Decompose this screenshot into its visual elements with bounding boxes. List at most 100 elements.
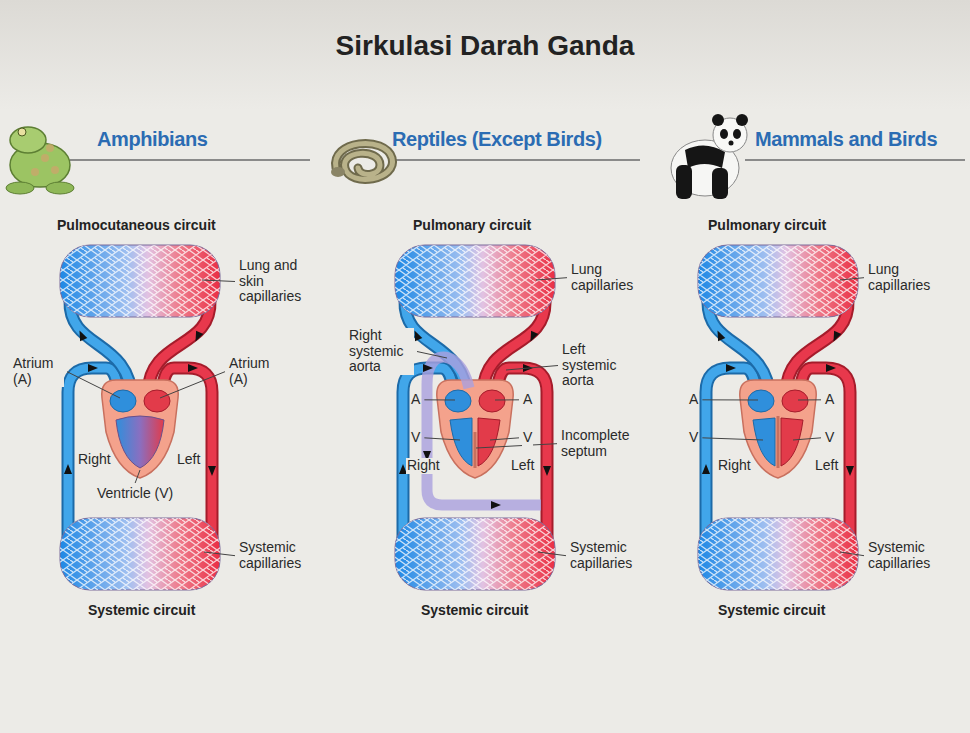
capillary-bed <box>395 518 555 590</box>
capillary-mesh <box>698 518 858 590</box>
panda-eye-patch <box>720 129 728 139</box>
part-label: Left systemic aorta <box>561 342 625 389</box>
part-label: Atrium (A) <box>228 356 280 387</box>
flow-arrow <box>718 331 726 342</box>
header-rule <box>745 159 965 161</box>
left-ventricle <box>478 418 500 466</box>
frog-leg <box>6 182 34 194</box>
flow-arrow <box>80 331 88 342</box>
circuit-name: Systemic circuit <box>718 603 825 619</box>
panda-ear <box>712 114 724 126</box>
part-label: V <box>824 430 835 446</box>
part-label: Right <box>717 458 752 474</box>
circuit-name: Systemic circuit <box>421 603 528 619</box>
circuit-name: Pulmonary circuit <box>708 218 826 234</box>
leader-line <box>536 278 567 280</box>
flow-arrow <box>208 466 216 476</box>
panda-nose <box>729 141 734 146</box>
right-systemic-aorta <box>427 357 541 505</box>
capillary-mesh <box>395 518 555 590</box>
part-label: A <box>410 392 421 408</box>
capillary-mesh <box>60 245 220 317</box>
part-label: Incomplete septum <box>560 428 644 459</box>
frog-eye <box>18 128 26 136</box>
flow-arrow <box>423 364 433 372</box>
circuit-name: Pulmocutaneous circuit <box>57 218 216 234</box>
single-ventricle <box>116 416 164 468</box>
panda-leg <box>676 165 692 199</box>
panel-heading: Amphibians <box>97 128 207 150</box>
leader-line <box>424 399 455 400</box>
part-label: Systemic capillaries <box>867 540 941 571</box>
left-atrium <box>782 390 808 412</box>
left-atrium <box>479 390 505 412</box>
flow-arrow <box>846 466 854 476</box>
capillary-mesh <box>698 245 858 317</box>
part-label: Lung and skin capillaries <box>238 258 312 305</box>
capillary-mesh <box>395 245 555 317</box>
flow-arrow <box>531 331 539 342</box>
flow-arrow <box>834 331 842 342</box>
leader-line <box>67 372 120 398</box>
leader-line <box>204 552 235 556</box>
part-label: Left <box>814 458 839 474</box>
part-label: V <box>410 430 421 446</box>
capillary-mesh <box>60 518 220 590</box>
capillary-bed <box>60 518 220 590</box>
flow-arrow <box>726 364 736 372</box>
part-label: Left <box>510 458 535 474</box>
leader-line <box>135 470 140 483</box>
part-label: Right systemic aorta <box>348 328 414 375</box>
capillary-bed <box>698 518 858 590</box>
snake-head <box>331 167 345 177</box>
part-label: Systemic capillaries <box>238 540 312 571</box>
leader-line <box>506 366 558 370</box>
part-label: Lung capillaries <box>570 262 638 293</box>
leader-line <box>702 399 758 400</box>
frog-head <box>10 127 46 153</box>
part-label: V <box>688 430 699 446</box>
part-label: Lung capillaries <box>867 262 935 293</box>
part-label: Left <box>176 452 201 468</box>
leader-line <box>793 438 821 440</box>
panda-eye-patch <box>733 129 741 139</box>
diagram-title: Sirkulasi Darah Ganda <box>0 30 970 62</box>
leader-line <box>160 372 225 398</box>
left-ventricle <box>781 418 803 466</box>
leader-line <box>202 280 235 282</box>
left-atrium <box>144 390 170 412</box>
panda-shoulder <box>685 145 725 168</box>
septum <box>474 432 477 468</box>
panel-heading: Reptiles (Except Birds) <box>392 128 602 150</box>
flow-arrow <box>64 464 72 474</box>
circuit-name: Pulmonary circuit <box>413 218 531 234</box>
flow-arrow <box>702 464 710 474</box>
right-atrium <box>748 390 774 412</box>
frog-spot <box>41 154 49 162</box>
part-label: Right <box>77 452 112 468</box>
part-label: Atrium (A) <box>12 356 64 387</box>
septum <box>777 416 780 468</box>
frog-spot <box>51 166 59 174</box>
flow-arrow <box>826 364 836 372</box>
circuit-name: Systemic circuit <box>88 603 195 619</box>
capillary-bed <box>395 245 555 317</box>
leader-line <box>840 552 864 556</box>
part-label: Ventricle (V) <box>96 486 174 502</box>
leader-line <box>417 352 447 358</box>
right-atrium <box>110 390 136 412</box>
flow-arrow <box>415 331 423 342</box>
panda-leg <box>712 168 728 199</box>
capillary-bed <box>60 245 220 317</box>
frog-leg <box>46 182 74 194</box>
frog-spot <box>31 168 39 176</box>
heart <box>437 380 513 478</box>
flow-arrow <box>188 364 198 372</box>
leader-line <box>538 552 566 556</box>
part-label: A <box>824 392 835 408</box>
leader-line <box>424 438 460 440</box>
leader-line <box>702 438 763 440</box>
flow-arrow <box>491 501 501 509</box>
part-label: A <box>688 392 699 408</box>
